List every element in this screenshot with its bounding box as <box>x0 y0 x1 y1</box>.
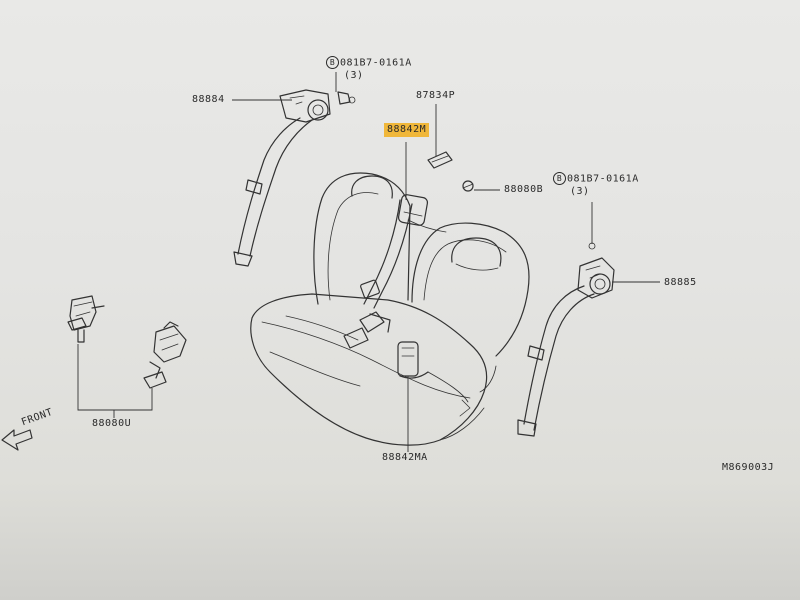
buckle-set <box>67 295 187 389</box>
diagram-id-label: M869003J <box>722 462 775 473</box>
part-label-88884: 88884 <box>192 94 225 105</box>
part-label-88842m-highlighted: 88842M <box>384 123 430 137</box>
part-label-88842ma: 88842MA <box>382 452 428 463</box>
front-arrow-icon <box>1 429 33 451</box>
center-belt-assembly <box>343 194 429 349</box>
bolt-b-icon: B <box>326 56 339 69</box>
part-label-88080u: 88080U <box>92 418 132 429</box>
bolt-qty-right: (3) <box>570 186 590 197</box>
rear-seat-illustration <box>250 172 530 446</box>
part-label-87834p: 87834P <box>416 90 456 101</box>
clip-part <box>427 151 453 169</box>
part-label-88885: 88885 <box>664 277 697 288</box>
lh-outer-belt <box>517 242 615 437</box>
center-buckle-assembly <box>397 341 471 417</box>
leader-lines <box>77 72 660 452</box>
part-label-88080b: 88080B <box>504 184 544 195</box>
bolt-qty-left: (3) <box>344 70 364 81</box>
rh-outer-belt <box>233 89 356 267</box>
bolt-part-number-right: 081B7-0161A <box>567 173 639 185</box>
bolt-part-number-left: 081B7-0161A <box>340 57 412 69</box>
cap-part <box>462 180 474 192</box>
bolt-b-icon: B <box>553 172 566 185</box>
